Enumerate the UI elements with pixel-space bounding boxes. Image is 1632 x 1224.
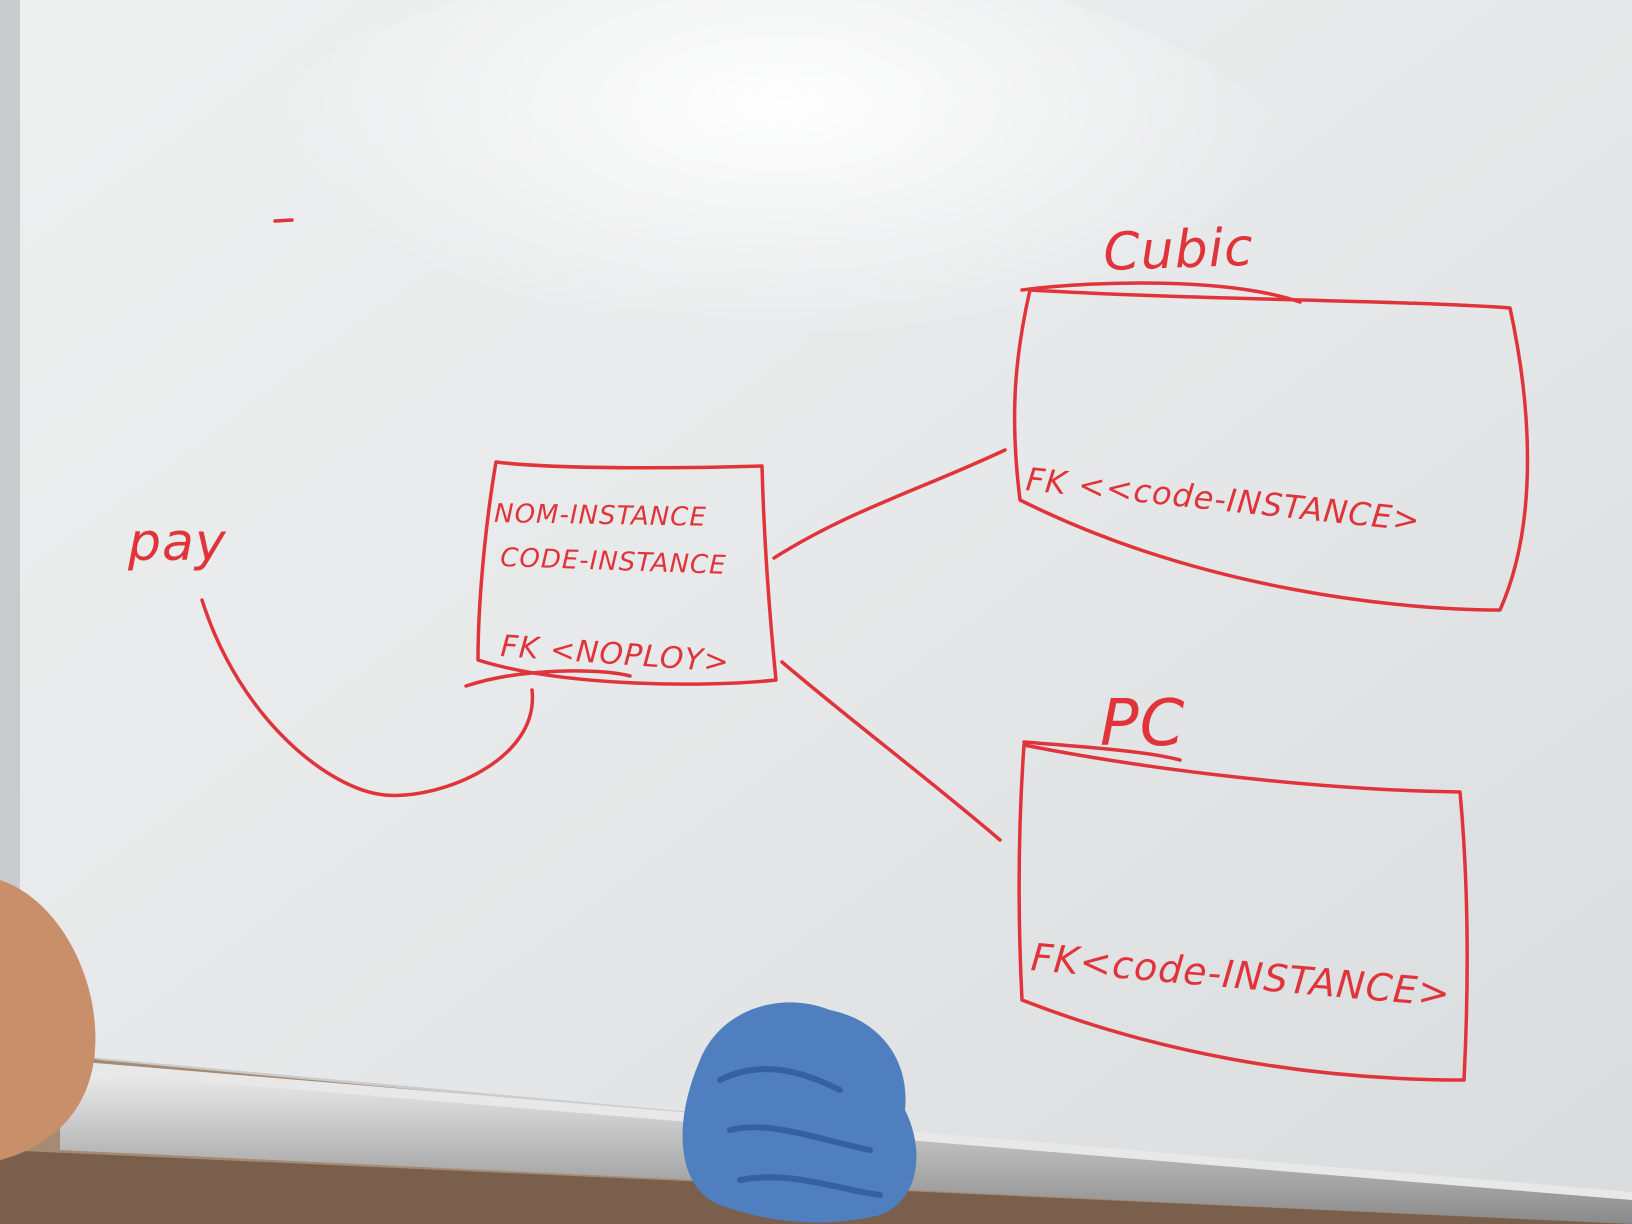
center-box-outline [476,460,778,686]
bottom-right-title: PC [1100,687,1185,761]
center-box-underline [464,669,632,688]
board-glare [200,0,1320,480]
stray-mark [273,218,294,223]
finger [0,880,96,1160]
center-box-line-1: NOM-INSTANCE [494,499,707,533]
cloth-folds [717,1066,883,1198]
bottom-right-box-outline [1017,743,1470,1082]
top-right-title: Cubic [1102,218,1254,283]
arc-connector [200,598,535,798]
connector-top [772,448,1007,560]
top-right-box-outline [1012,288,1530,612]
left-note: pay [127,513,227,573]
top-right-title-underline [1020,281,1302,304]
connector-bottom [780,660,1002,842]
bottom-right-title-underline [1022,740,1182,762]
eraser-cloth [682,1002,917,1223]
